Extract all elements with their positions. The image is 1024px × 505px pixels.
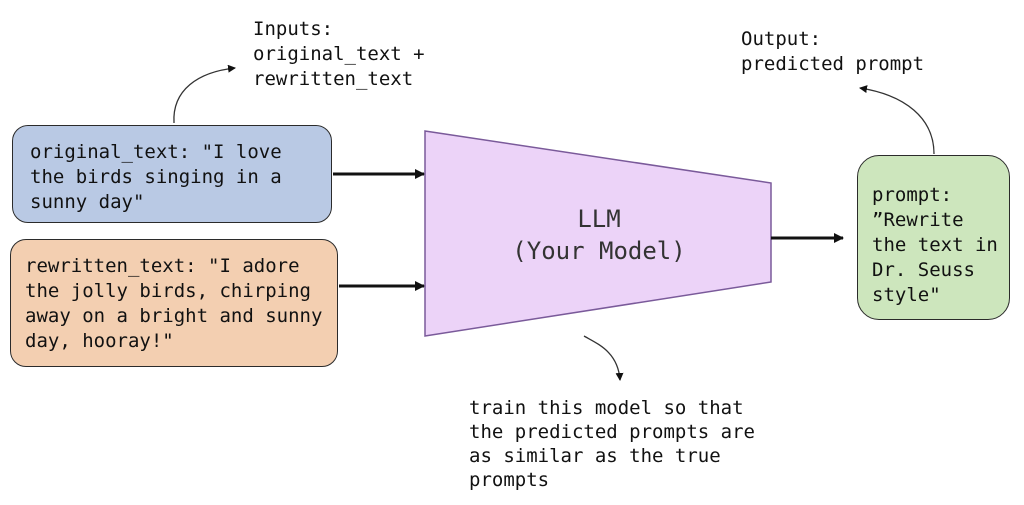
- llm-title: LLM: [577, 205, 621, 233]
- training-note: train this model so that the predicted p…: [469, 397, 755, 491]
- rewritten-text-box: rewritten_text: "I adore the jolly birds…: [10, 239, 338, 367]
- curve-arrow-train: [583, 335, 624, 381]
- curve-arrow-inputs: [173, 64, 236, 124]
- llm-label: LLM (Your Model): [428, 203, 770, 267]
- llm-trapezoid: [424, 130, 772, 337]
- llm-subtitle: (Your Model): [512, 237, 686, 265]
- curve-arrow-output: [859, 85, 935, 155]
- output-note: Output: predicted prompt: [741, 28, 925, 75]
- original-text-box: original_text: "I love the birds singing…: [12, 125, 332, 223]
- prompt-box: prompt: ”Rewrite the text in Dr. Seuss s…: [857, 155, 1010, 320]
- inputs-note: Inputs: original_text + rewritten_text: [253, 18, 425, 90]
